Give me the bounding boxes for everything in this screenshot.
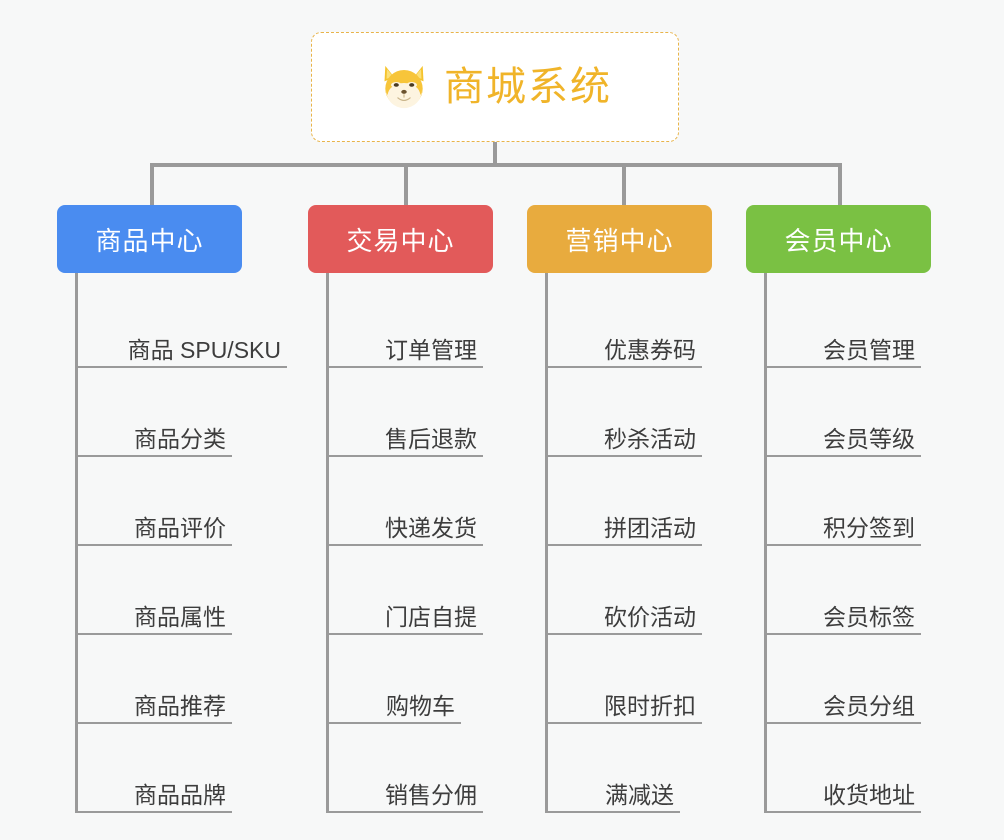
leaf-item-label: 商品评价: [134, 514, 226, 541]
category-header-4[interactable]: 会员中心: [746, 205, 931, 273]
leaf-item[interactable]: 售后退款: [326, 409, 483, 457]
leaf-item[interactable]: 砍价活动: [545, 587, 702, 635]
leaf-item-label: 会员标签: [823, 603, 915, 630]
leaf-item[interactable]: 收货地址: [764, 765, 921, 813]
leaf-item[interactable]: 会员标签: [764, 587, 921, 635]
leaf-item[interactable]: 秒杀活动: [545, 409, 702, 457]
leaf-item[interactable]: 门店自提: [326, 587, 483, 635]
leaf-item-label: 购物车: [386, 692, 455, 719]
leaf-item[interactable]: 商品属性: [75, 587, 232, 635]
leaf-item[interactable]: 积分签到: [764, 498, 921, 546]
leaf-item[interactable]: 会员分组: [764, 676, 921, 724]
category-header-3[interactable]: 营销中心: [527, 205, 712, 273]
category-header-1[interactable]: 商品中心: [57, 205, 242, 273]
leaf-item-label: 售后退款: [385, 425, 477, 452]
shiba-dog-emoji-icon: [384, 65, 424, 109]
leaf-item[interactable]: 订单管理: [326, 320, 483, 368]
leaf-item-label: 拼团活动: [604, 514, 696, 541]
leaf-item[interactable]: 商品品牌: [75, 765, 232, 813]
leaf-item-label: 商品品牌: [134, 781, 226, 808]
category-trunk-4: [764, 273, 767, 813]
connector-drop-1: [150, 163, 154, 208]
leaf-item-label: 优惠券码: [604, 336, 696, 363]
leaf-item-label: 快递发货: [385, 514, 477, 541]
root-stem-horizontal: [150, 163, 840, 167]
connector-drop-4: [838, 163, 842, 208]
leaf-item[interactable]: 拼团活动: [545, 498, 702, 546]
leaf-item-label: 收货地址: [823, 781, 915, 808]
leaf-item-label: 门店自提: [385, 603, 477, 630]
connector-drop-2: [404, 163, 408, 208]
root-stem-vertical: [493, 142, 497, 166]
leaf-item[interactable]: 商品 SPU/SKU: [75, 320, 287, 368]
leaf-item-label: 商品分类: [134, 425, 226, 452]
leaf-item-label: 会员等级: [823, 425, 915, 452]
leaf-item-label: 积分签到: [823, 514, 915, 541]
leaf-item-label: 会员管理: [823, 336, 915, 363]
leaf-item-label: 商品属性: [134, 603, 226, 630]
leaf-item-label: 砍价活动: [604, 603, 696, 630]
leaf-item[interactable]: 会员管理: [764, 320, 921, 368]
root-title: 商城系统: [444, 65, 612, 109]
leaf-item-label: 商品推荐: [134, 692, 226, 719]
leaf-item-label: 订单管理: [385, 336, 477, 363]
leaf-item-label: 商品 SPU/SKU: [127, 336, 281, 363]
leaf-item[interactable]: 商品分类: [75, 409, 232, 457]
root-node[interactable]: 商城系统: [311, 32, 679, 142]
leaf-item[interactable]: 销售分佣: [326, 765, 483, 813]
leaf-item-label: 秒杀活动: [604, 425, 696, 452]
leaf-item-label: 限时折扣: [604, 692, 696, 719]
category-trunk-1: [75, 273, 78, 813]
leaf-item[interactable]: 快递发货: [326, 498, 483, 546]
leaf-item[interactable]: 会员等级: [764, 409, 921, 457]
leaf-item-label: 销售分佣: [385, 781, 477, 808]
leaf-item[interactable]: 限时折扣: [545, 676, 702, 724]
leaf-item[interactable]: 满减送: [545, 765, 680, 813]
category-trunk-3: [545, 273, 548, 813]
leaf-item-label: 会员分组: [823, 692, 915, 719]
leaf-item[interactable]: 购物车: [326, 676, 461, 724]
connector-drop-3: [622, 163, 626, 208]
leaf-item[interactable]: 商品推荐: [75, 676, 232, 724]
category-header-2[interactable]: 交易中心: [308, 205, 493, 273]
leaf-item[interactable]: 优惠券码: [545, 320, 702, 368]
category-trunk-2: [326, 273, 329, 813]
leaf-item[interactable]: 商品评价: [75, 498, 232, 546]
leaf-item-label: 满减送: [605, 781, 674, 808]
